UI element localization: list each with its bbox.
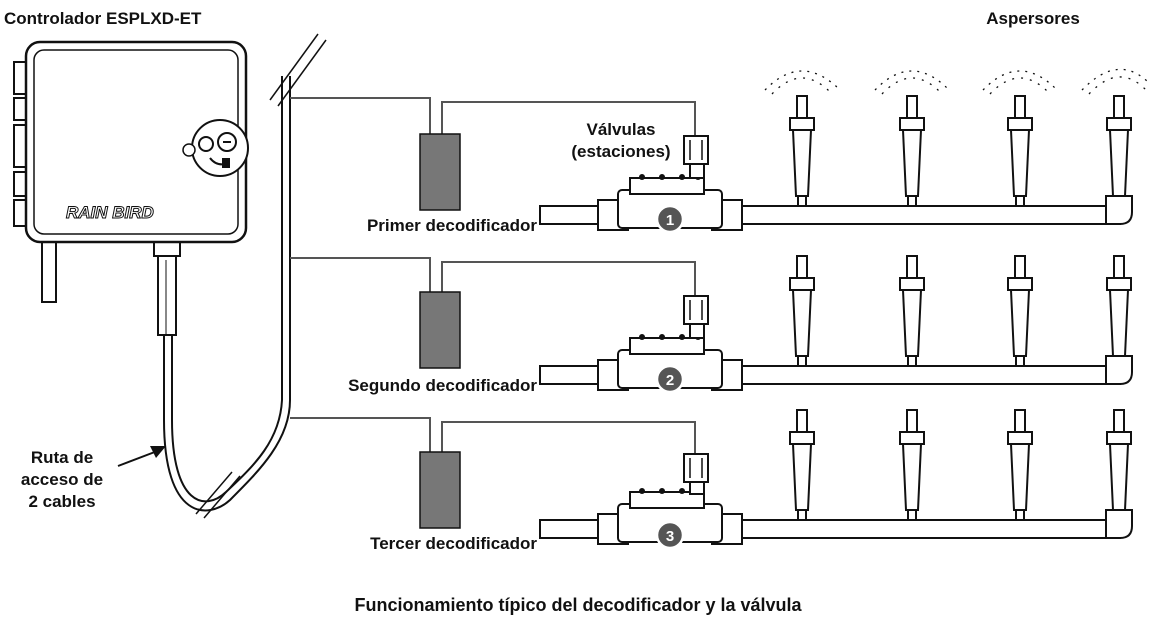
controller-screw [182,143,196,157]
station-row-2: 2 [539,295,1133,394]
valve-bonnet [629,337,705,355]
sprinkler-head [1106,255,1132,357]
station-row-1: 1 [539,135,1133,234]
sprinkler-row-1 [764,68,1151,207]
sprinkler-head [1007,409,1033,521]
valve-bonnet [629,491,705,509]
station-number-2: 2 [666,372,674,389]
controller-lock [198,136,214,152]
path-label-line3: 2 cables [28,492,95,511]
valves-label-sub: (estaciones) [571,142,670,161]
conduit-left [41,241,57,303]
rain-bird-logo: RAIN BIRD [66,203,154,222]
solenoid [683,295,709,325]
conduit-right [157,256,177,336]
sprinkler-head [899,95,925,207]
sprinkler-head [1106,95,1132,197]
station-badge-1 [655,204,685,234]
station-number-1: 1 [666,212,674,229]
sprinkler-head [1106,409,1132,511]
controller-hinge [13,61,27,95]
station-number-3: 3 [666,528,674,545]
decoder-1 [419,133,461,211]
sprinkler-head [899,255,925,367]
controller-title: Controlador ESPLXD-ET [4,9,202,28]
station-badge-2 [655,364,685,394]
sprinkler-head [789,409,815,521]
sprinkler-head [789,255,815,367]
controller-hinge [13,124,27,168]
controller-hinge [13,199,27,227]
water-spray [764,68,1151,95]
controller-hinge [13,97,27,121]
break-mark [195,471,233,515]
sprinkler-head [899,409,925,521]
sprinkler-row-2 [789,255,1132,367]
solenoid [683,453,709,483]
pipe-elbow [1105,195,1133,225]
padlock-icon [222,158,230,168]
valves-label: Válvulas [587,120,656,139]
decoder-1-label: Primer decodificador [367,216,537,235]
decoder-3 [419,451,461,529]
pipe-elbow [1105,355,1133,385]
controller-hinge [13,171,27,197]
sprinklers-title: Aspersores [986,9,1080,28]
two-wire-path [163,33,327,519]
valve-bonnet [629,177,705,195]
path-label-line2: acceso de [21,470,103,489]
sprinkler-row-3 [789,409,1132,521]
conduit-fitting [153,241,181,257]
break-mark [269,33,319,101]
path-label-line1: Ruta de [31,448,93,467]
station-badge-3 [655,520,685,550]
sprinkler-head [789,95,815,207]
pipe-elbow [1105,509,1133,539]
station-row-3: 3 [539,453,1133,550]
controller-unit: RAIN BIRD [13,40,249,336]
decoder-2 [419,291,461,369]
arrow-icon [117,446,166,467]
sprinkler-head [1007,95,1033,207]
sprinkler-head [1007,255,1033,367]
decoder-2-label: Segundo decodificador [348,376,537,395]
decoder-3-label: Tercer decodificador [370,534,537,553]
solenoid [683,135,709,165]
diagram-caption: Funcionamiento típico del decodificador … [354,595,802,615]
branch-wires [290,97,696,456]
